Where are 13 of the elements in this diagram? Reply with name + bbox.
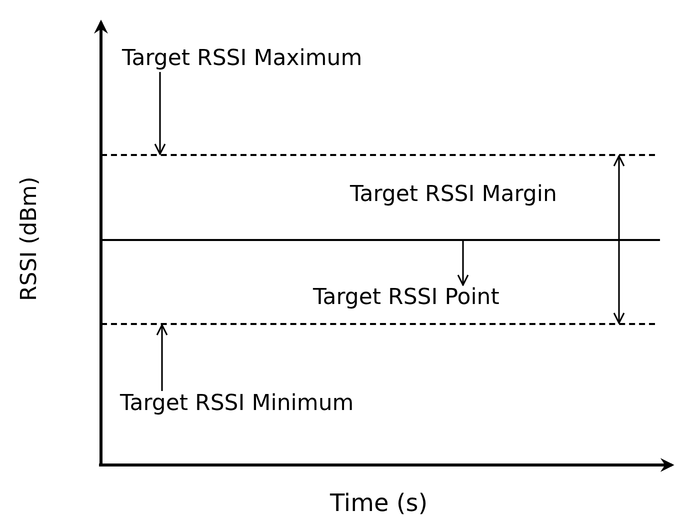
dashed-line	[101, 323, 655, 325]
reference-line	[101, 239, 660, 241]
leader-text: Target RSSI Minimum	[120, 391, 354, 417]
arrow	[156, 324, 168, 391]
axis-title: Time (s)	[330, 490, 428, 516]
arrow	[457, 241, 469, 286]
leader-text: Target RSSI Maximum	[122, 46, 362, 72]
double-arrow	[613, 155, 625, 324]
axis-title: RSSI (dBm)	[17, 181, 43, 301]
edge-label: Target RSSI Margin	[350, 182, 557, 208]
leader-text: Target RSSI Point	[313, 285, 500, 311]
arrow	[154, 72, 166, 155]
dashed-line	[101, 154, 655, 156]
